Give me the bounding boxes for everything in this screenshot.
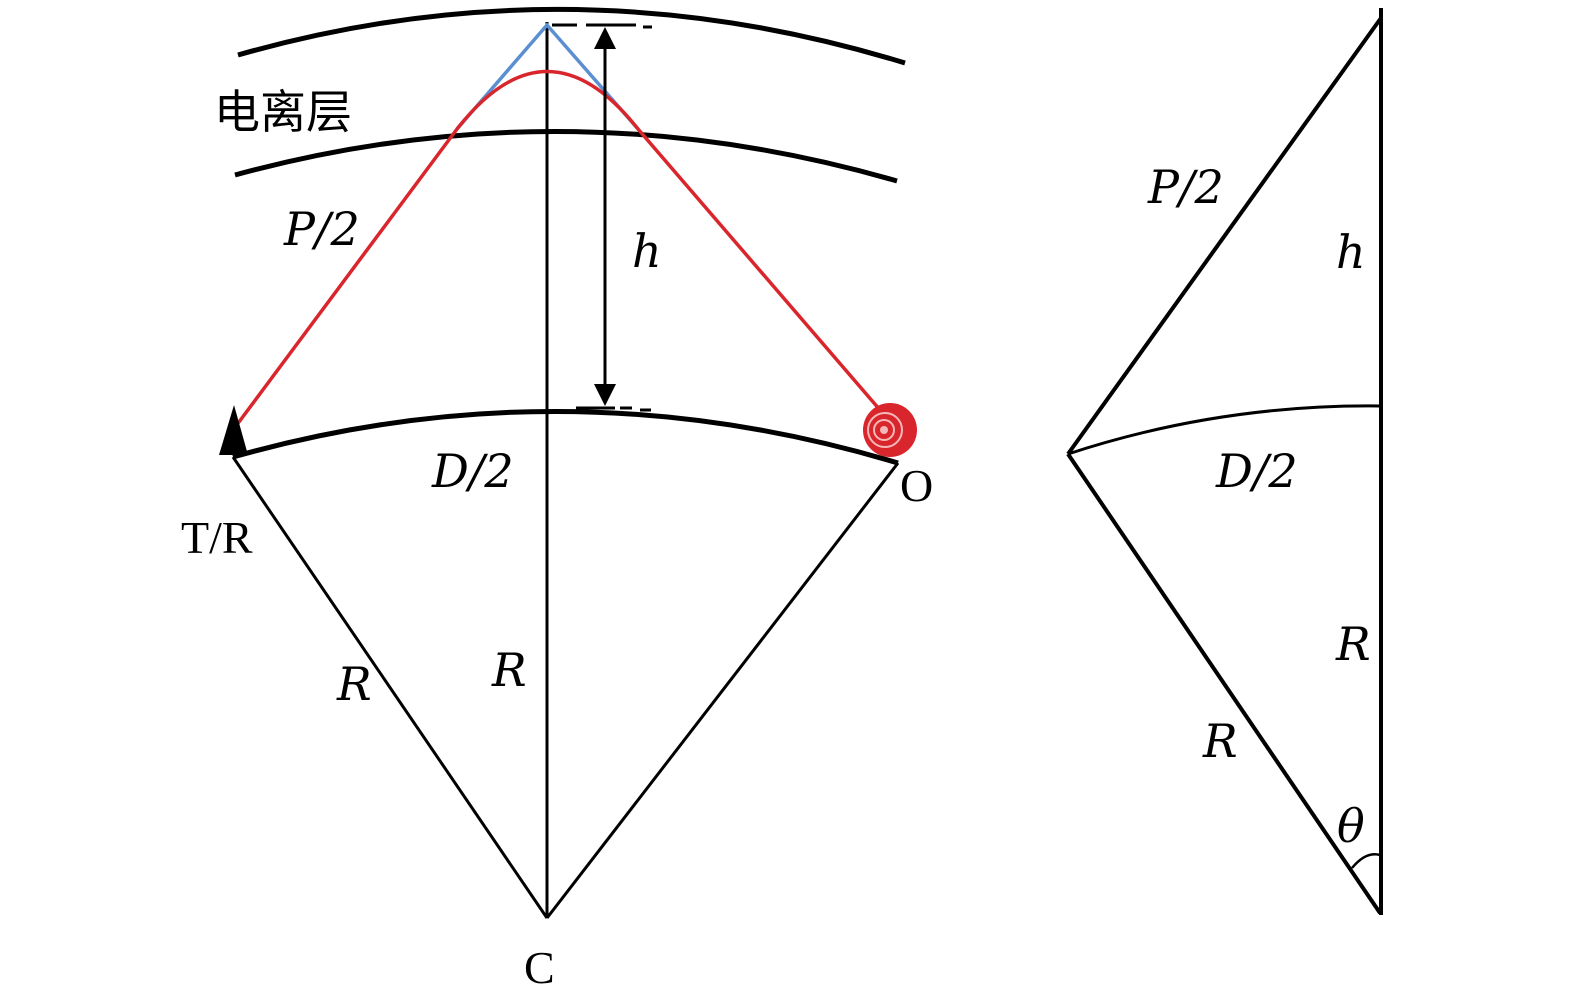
p-half-label: P/2 bbox=[283, 202, 360, 256]
r-center-label: R bbox=[491, 643, 527, 697]
r-right-slant-label: R bbox=[1202, 714, 1238, 768]
height-label: h bbox=[632, 224, 662, 278]
radius-left bbox=[231, 456, 549, 919]
height-right-label: h bbox=[1336, 225, 1366, 279]
right-radius-slant bbox=[1066, 452, 1382, 915]
ionosphere-label: 电离层 bbox=[214, 85, 352, 139]
r-right-vertical-label: R bbox=[1335, 617, 1371, 671]
triangle-marker-icon bbox=[219, 405, 248, 455]
height-arrow-head-bottom bbox=[594, 384, 616, 406]
theta-label: θ bbox=[1337, 799, 1365, 853]
o-label: O bbox=[900, 460, 933, 511]
p-half-right-label: P/2 bbox=[1147, 160, 1224, 214]
right-earth-arc bbox=[1067, 404, 1382, 456]
d-half-label: D/2 bbox=[431, 444, 514, 498]
tr-label: T/R bbox=[181, 512, 253, 563]
ionosphere-upper-boundary bbox=[237, 6, 906, 66]
right-p-half-line bbox=[1066, 16, 1383, 456]
height-arrow-head-top bbox=[594, 27, 616, 49]
c-label: C bbox=[524, 942, 555, 993]
earth-surface-arc bbox=[232, 408, 899, 466]
concentric-circle-target-icon bbox=[863, 403, 917, 457]
virtual-ray-path bbox=[455, 22, 640, 131]
r-left-label: R bbox=[336, 657, 372, 711]
d-half-right-label: D/2 bbox=[1215, 444, 1298, 498]
ray-path bbox=[234, 69, 882, 428]
radius-right bbox=[545, 462, 900, 919]
ionosphere-lower-boundary bbox=[234, 128, 898, 184]
theta-angle-arc bbox=[1351, 853, 1381, 869]
